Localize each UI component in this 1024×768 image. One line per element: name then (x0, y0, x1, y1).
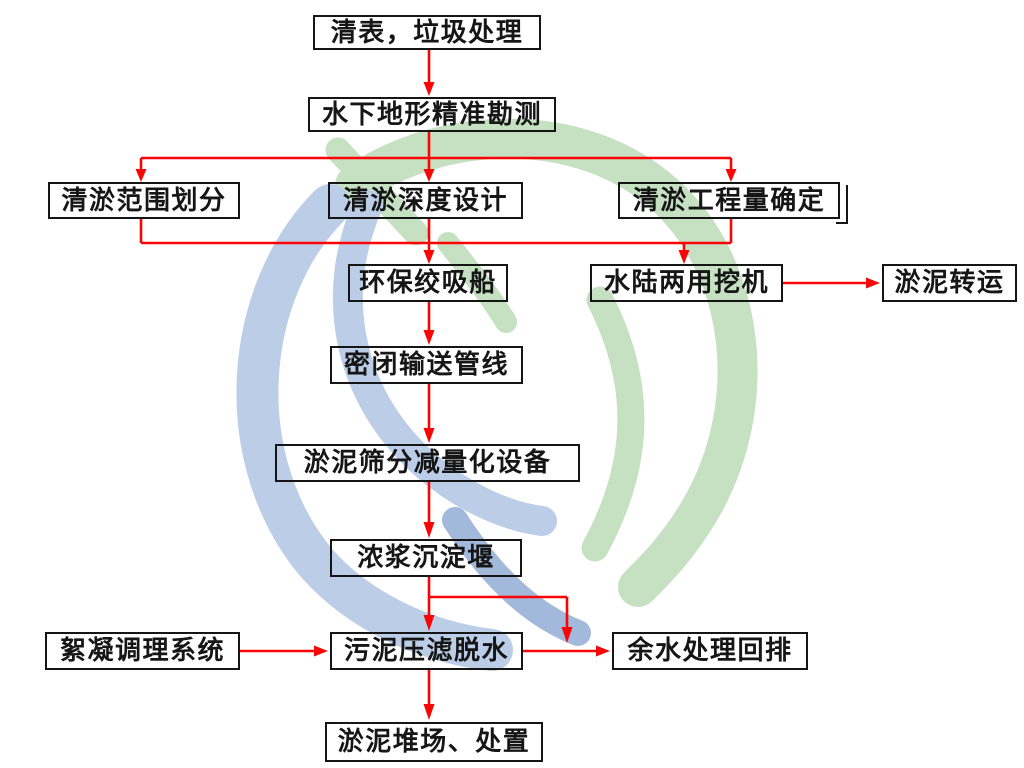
flow-node-quantity: 清淤工程量确定 (618, 182, 848, 224)
flow-node-survey: 水下地形精准勘测 (308, 97, 556, 132)
flow-node-scope: 清淤范围划分 (48, 182, 240, 219)
flow-node-depth: 清淤深度设计 (328, 182, 523, 219)
flow-node-dewatering: 污泥压滤脱水 (330, 632, 523, 670)
flow-node-transfer: 淤泥转运 (882, 264, 1017, 302)
flow-node-weir: 浓浆沉淀堰 (330, 539, 522, 577)
flow-node-clear-surface: 清表，垃圾处理 (313, 15, 541, 50)
flow-node-screening: 淤泥筛分减量化设备 (275, 444, 580, 482)
flow-node-excavator: 水陆两用挖机 (590, 264, 783, 302)
flow-node-pipeline: 密闭输送管线 (330, 346, 523, 384)
flow-node-dredger: 环保绞吸船 (348, 264, 508, 302)
flow-node-disposal: 淤泥堆场、处置 (325, 722, 543, 762)
flow-node-residual-water: 余水处理回排 (612, 632, 808, 670)
flow-node-flocculation: 絮凝调理系统 (45, 632, 240, 670)
